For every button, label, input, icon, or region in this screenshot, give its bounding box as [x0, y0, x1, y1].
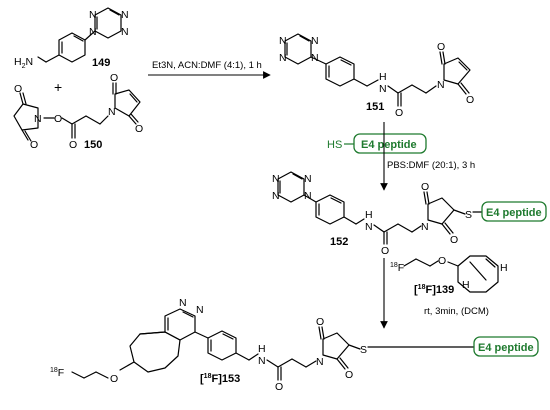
atom-o: O	[14, 83, 22, 95]
atom-n: N	[304, 173, 312, 185]
peptide-tag-reagent	[353, 133, 427, 154]
peptide-label: E4 peptide	[361, 139, 417, 151]
peptide-tag-152	[481, 201, 547, 222]
atom-o: O	[395, 107, 403, 119]
atom-n: N	[379, 83, 387, 95]
peptide-tag-153	[473, 336, 539, 357]
atom-h: H	[500, 262, 508, 274]
atom-n: N	[437, 79, 445, 91]
condition-step1: Et3N, ACN:DMF (4:1), 1 h	[152, 60, 262, 71]
atom-n: N	[121, 9, 129, 21]
atom-o: O	[421, 181, 429, 193]
atom-o: O	[54, 113, 62, 125]
atom-n: N	[89, 26, 97, 38]
compound-label-149: 149	[92, 57, 110, 69]
atom-n: N	[196, 304, 204, 316]
atom-n: N	[279, 35, 287, 47]
atom-n: N	[311, 52, 319, 64]
atom-n: N	[121, 26, 129, 38]
atom-n: N	[258, 355, 266, 367]
compound-153-structure: N N O 18F H N O N O O S	[50, 297, 539, 393]
atom-hs: HS	[327, 139, 342, 151]
atom-o: O	[381, 245, 389, 257]
atom-o: O	[316, 316, 324, 328]
atom-n: N	[304, 190, 312, 202]
peptide-label: E4 peptide	[486, 207, 542, 219]
atom-o: O	[30, 139, 38, 151]
atom-n: N	[179, 297, 187, 309]
atom-s: S	[360, 344, 367, 356]
peptide-label: E4 peptide	[478, 342, 534, 354]
compound-149-structure: N N N N H2N 149	[14, 7, 129, 70]
compound-label-139: [18F]139	[414, 284, 454, 296]
plus-sign: +	[54, 79, 62, 95]
atom-nh: H	[258, 343, 266, 355]
atom-n: N	[316, 356, 324, 368]
atom-n: N	[311, 35, 319, 47]
atom-n: N	[34, 113, 42, 125]
compound-139-structure: 18F O H H [18F]139	[390, 255, 508, 296]
atom-o: O	[110, 72, 118, 84]
atom-f: 18F	[50, 367, 64, 379]
atom-o: O	[438, 255, 446, 267]
atom-o: O	[466, 94, 474, 106]
atom-o: O	[135, 123, 143, 135]
condition-step3: rt, 3min, (DCM)	[424, 306, 489, 317]
compound-label-151: 151	[366, 101, 384, 113]
compound-label-153: [18F]153	[200, 373, 240, 385]
atom-n: N	[279, 52, 287, 64]
atom-n: N	[108, 106, 116, 118]
compound-152-structure: N N N N H N O N O O S E4 peptide 152	[272, 171, 547, 257]
atom-o: O	[69, 139, 77, 151]
atom-nh: H	[365, 209, 373, 221]
atom-h2n: H2N	[14, 56, 33, 70]
atom-o: O	[110, 373, 118, 385]
atom-n: N	[272, 190, 280, 202]
atom-o: O	[437, 41, 445, 53]
compound-label-150: 150	[84, 139, 102, 151]
atom-o: O	[275, 381, 283, 393]
compound-150-structure: O O N O O N O O 150	[13, 72, 143, 151]
atom-nh: H	[379, 71, 387, 83]
atom-h: H	[462, 279, 470, 291]
atom-f: 18F	[390, 262, 404, 274]
condition-step2: PBS:DMF (20:1), 3 h	[387, 160, 475, 171]
atom-n: N	[89, 9, 97, 21]
compound-151-structure: N N N N H N O N O O 151	[279, 33, 474, 119]
atom-n: N	[365, 221, 373, 233]
atom-o: O	[345, 369, 353, 381]
atom-n: N	[421, 221, 429, 233]
atom-n: N	[272, 173, 280, 185]
atom-o: O	[450, 234, 458, 246]
compound-label-152: 152	[330, 236, 348, 248]
atom-s: S	[465, 209, 472, 221]
